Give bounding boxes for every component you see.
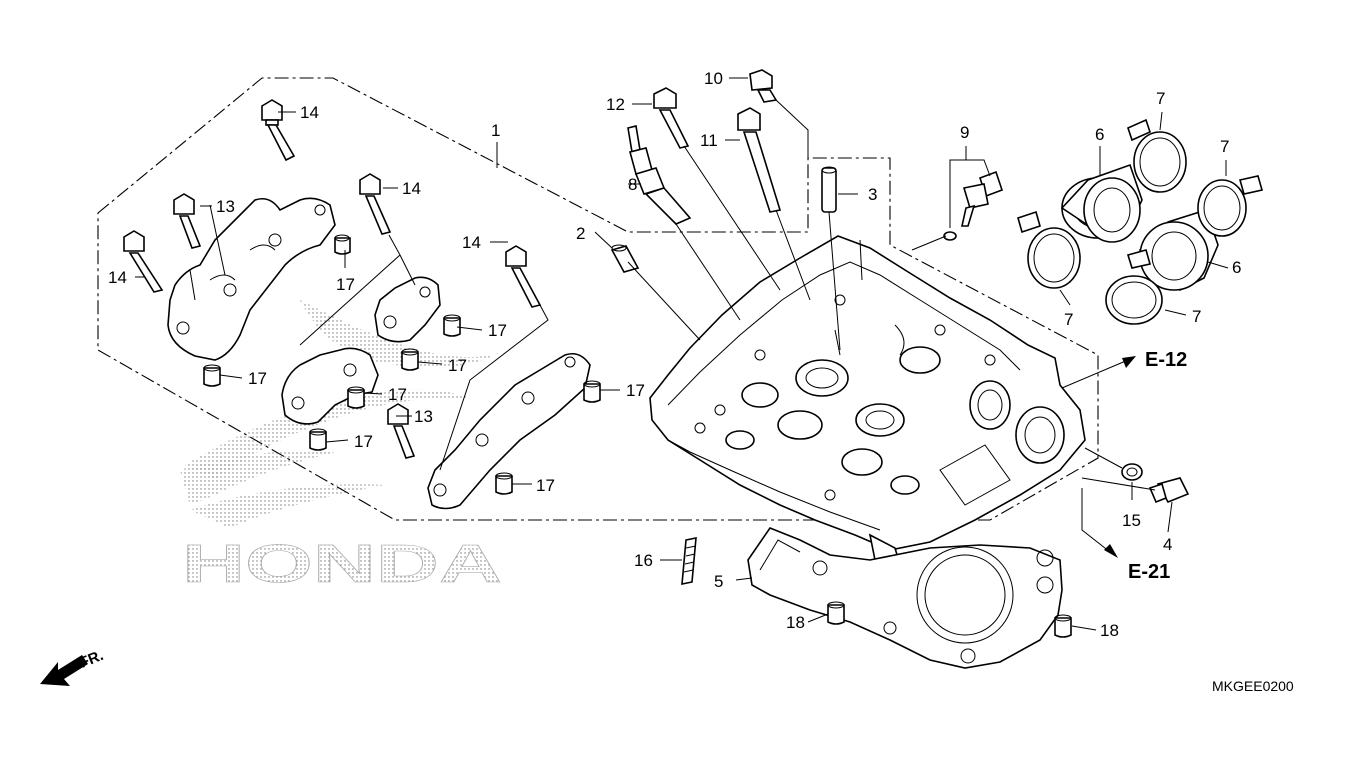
- flange-bolt-13-lower: [387, 403, 416, 459]
- callout-4: 4: [1163, 535, 1172, 554]
- cylinder-head: [649, 235, 1086, 567]
- camshaft-holder-upper-center: [374, 276, 441, 343]
- flange-bolt-14-top: [261, 99, 296, 162]
- front-direction-label: FR.: [77, 647, 106, 672]
- flange-bolt-14-center: [359, 173, 392, 235]
- bolt-12: [653, 87, 690, 149]
- callout-13-lower: 13: [414, 407, 433, 426]
- dowel-pin-18-left: [827, 601, 845, 625]
- callout-15: 15: [1122, 511, 1141, 530]
- callout-2: 2: [576, 224, 585, 243]
- callout-8: 8: [628, 175, 637, 194]
- valve-guide-3: [821, 166, 837, 213]
- callout-7-top: 7: [1156, 89, 1165, 108]
- camshaft-holder-lower-long: [427, 352, 591, 510]
- callout-7-bottom: 7: [1192, 307, 1201, 326]
- plug-bolt-4: [1148, 477, 1190, 504]
- callout-6-lower: 6: [1232, 258, 1241, 277]
- bolt-11: [737, 107, 782, 213]
- callout-17-g: 17: [626, 381, 645, 400]
- callout-7-left: 7: [1064, 310, 1073, 329]
- callout-5: 5: [714, 572, 723, 591]
- flange-bolt-14-left: [123, 230, 164, 293]
- callout-18-left: 18: [786, 613, 805, 632]
- callout-17-h: 17: [536, 476, 555, 495]
- temperature-sensor-9: [943, 170, 1004, 241]
- callout-12: 12: [606, 95, 625, 114]
- callout-17-e: 17: [388, 385, 407, 404]
- bolt-10: [749, 69, 778, 103]
- callout-16: 16: [634, 551, 653, 570]
- callout-17-f: 17: [354, 432, 373, 451]
- callout-6-upper: 6: [1095, 125, 1104, 144]
- camshaft-holder-mid-left: [281, 347, 379, 425]
- callout-1: 1: [491, 121, 500, 140]
- callout-14-right: 14: [462, 233, 481, 252]
- callout-17-c: 17: [488, 321, 507, 340]
- callout-17-a: 17: [336, 275, 355, 294]
- flange-bolt-14-right: [505, 245, 542, 308]
- callout-17-b: 17: [248, 369, 267, 388]
- leader-lines: [135, 77, 1229, 631]
- callout-13-left: 13: [216, 197, 235, 216]
- spark-plug-8: [627, 125, 692, 225]
- dowel-pin-17-set: [203, 234, 601, 495]
- callout-11: 11: [700, 131, 718, 150]
- callout-14-center: 14: [402, 179, 421, 198]
- callout-3: 3: [868, 185, 877, 204]
- callout-17-d: 17: [448, 356, 467, 375]
- hose-clamp-7-set: [1017, 118, 1264, 325]
- drawing-code: MKGEE0200: [1212, 678, 1294, 694]
- front-direction-arrow-icon: [40, 655, 88, 686]
- sealing-washer-15: [1121, 463, 1143, 481]
- camshaft-holder-upper-left: [167, 197, 336, 361]
- callout-7-right: 7: [1220, 137, 1229, 156]
- dowel-pin-18-right: [1054, 614, 1072, 638]
- insulator-6-upper: [1060, 163, 1143, 243]
- callout-10: 10: [704, 69, 723, 88]
- callout-18-right: 18: [1100, 621, 1119, 640]
- reference-label-e21: E-21: [1128, 561, 1170, 583]
- honda-watermark-text: HONDA: [182, 534, 502, 594]
- insulator-6-lower: [1138, 209, 1219, 291]
- cylinder-head-gasket: [747, 527, 1063, 669]
- reference-arrow-e21-icon: [1081, 488, 1118, 558]
- callout-14-left: 14: [108, 268, 127, 287]
- callout-9: 9: [960, 123, 969, 142]
- flange-bolt-13-left: [173, 193, 202, 249]
- stud-bolt-16: [681, 537, 697, 585]
- callout-14-top: 14: [300, 103, 319, 122]
- reference-label-e12: E-12: [1145, 349, 1187, 371]
- reference-arrow-e12-icon: [1061, 356, 1136, 389]
- cylinder-head-assembly-outline: [97, 77, 1099, 521]
